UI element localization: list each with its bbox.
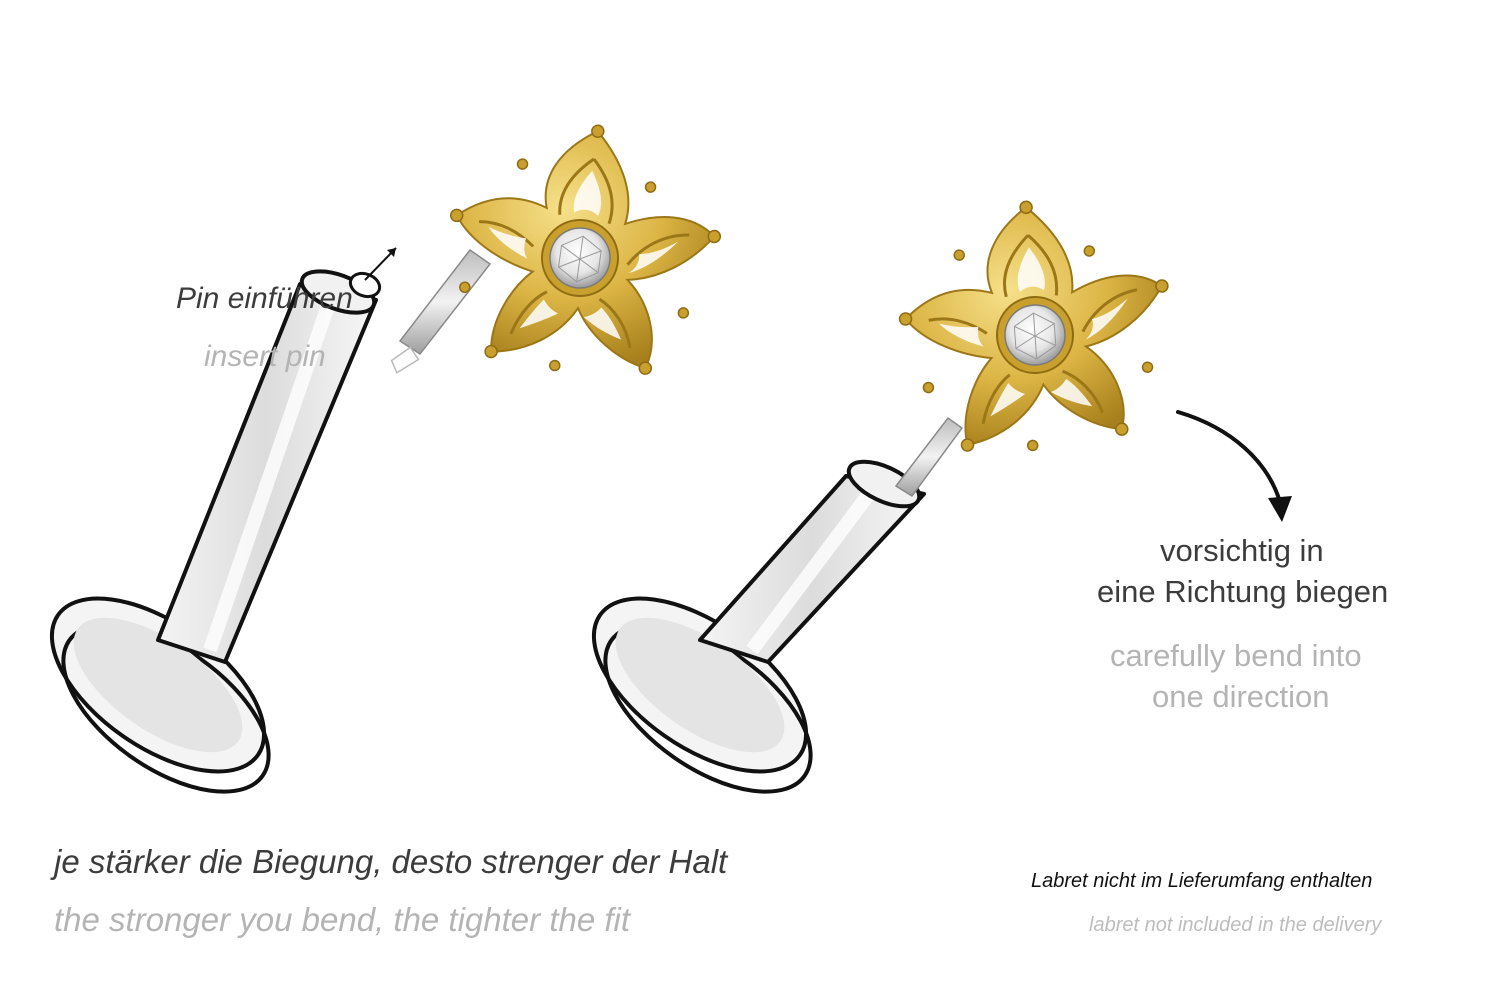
bend-label-en-line1: carefully bend into (1110, 638, 1362, 673)
left-labret-assembly (20, 105, 735, 827)
bend-label-de-line1: vorsichtig in (1160, 533, 1324, 568)
right-labret-assembly (562, 190, 1181, 827)
right-flower-top-icon (890, 190, 1181, 461)
left-pin (390, 248, 492, 374)
bend-arrow-icon (1176, 410, 1292, 522)
left-labret-post (156, 269, 382, 664)
left-labret-base (20, 562, 300, 827)
delivery-note-de: Labret nicht im Lieferumfang enthalten (1031, 870, 1373, 892)
left-flower-top-icon (429, 105, 735, 393)
insert-pin-label-de: Pin einführen (176, 282, 353, 315)
right-pin (894, 416, 964, 498)
bend-label-en-line2: one direction (1152, 679, 1330, 714)
delivery-note-en: labret not included in the delivery (1089, 914, 1382, 936)
right-labret-post (698, 459, 926, 664)
fit-caption-de: je stärker die Biegung, desto strenger d… (54, 843, 728, 880)
fit-caption-en: the stronger you bend, the tighter the f… (54, 901, 631, 938)
bend-label-de-line2: eine Richtung biegen (1097, 574, 1389, 609)
insert-pin-label-en: insert pin (204, 340, 326, 373)
